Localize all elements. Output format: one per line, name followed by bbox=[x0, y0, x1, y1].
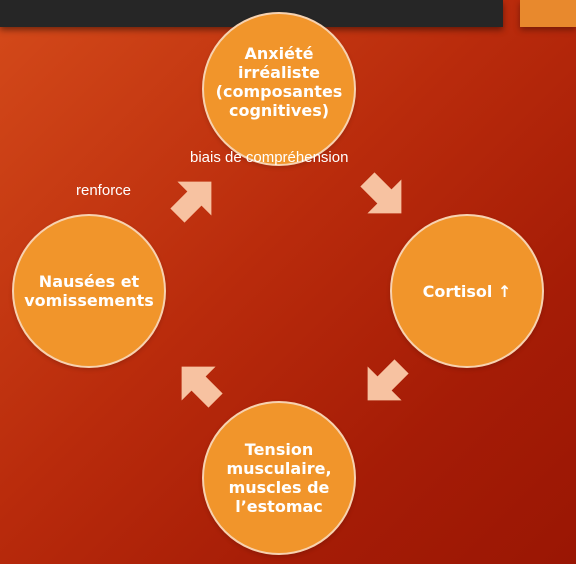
label-reinforces: renforce bbox=[76, 182, 132, 199]
arrow-top-right bbox=[360, 172, 402, 214]
node-cortisol-label: Cortisol ↑ bbox=[422, 281, 512, 301]
node-cortisol: Cortisol ↑ bbox=[390, 214, 544, 368]
label-comprehension-bias: biais de compréhension bbox=[190, 149, 349, 166]
arrow-bottom-right bbox=[367, 359, 409, 401]
node-anxiety-label: Anxiété irréaliste (composantes cognitiv… bbox=[215, 44, 343, 120]
node-muscle-tension: Tension musculaire, muscles de l’estomac bbox=[202, 401, 356, 555]
arrow-bottom-left bbox=[181, 366, 223, 408]
arrow-top-left bbox=[170, 181, 212, 223]
title-accent bbox=[520, 0, 576, 27]
node-muscle-tension-label: Tension musculaire, muscles de l’estomac bbox=[226, 440, 332, 516]
node-nausea-label: Nausées et vomissements bbox=[24, 272, 154, 310]
node-nausea: Nausées et vomissements bbox=[12, 214, 166, 368]
node-anxiety: Anxiété irréaliste (composantes cognitiv… bbox=[202, 12, 356, 166]
